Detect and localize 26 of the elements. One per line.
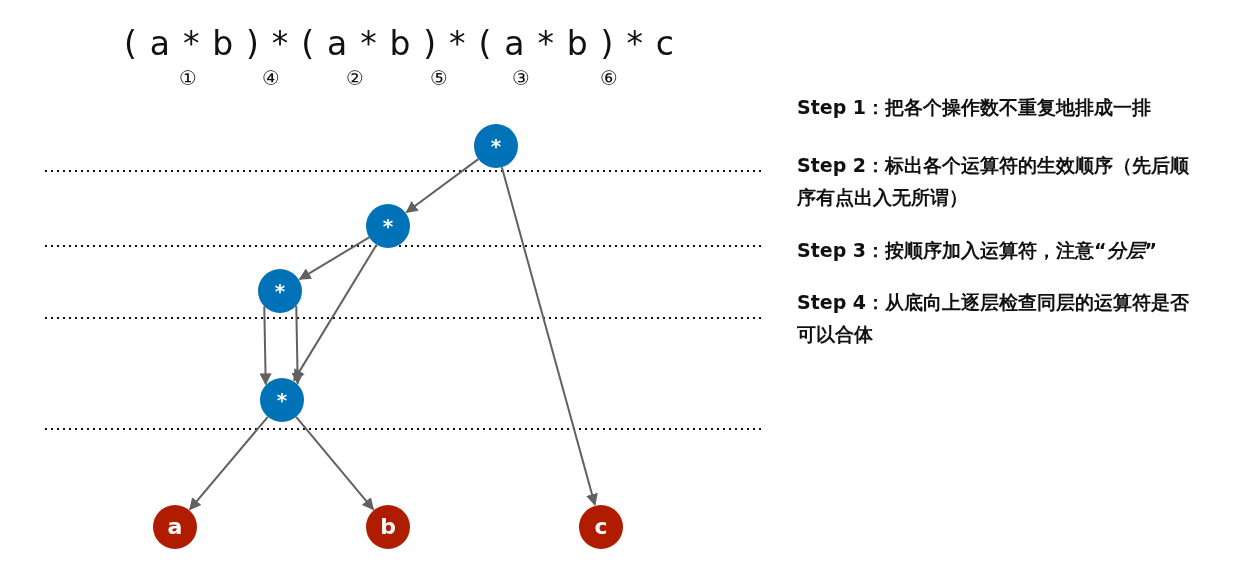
arrow [500,166,598,506]
operator-circle: * [366,204,410,248]
operand-circle: b [366,505,410,549]
order-number: ④ [262,66,280,90]
operand-circle: a [153,505,197,549]
order-number: ① [179,66,197,90]
operator-circle: * [260,378,304,422]
order-number: ③ [512,66,530,90]
arrow [292,243,378,382]
arrow [295,415,375,511]
expression: ( a * b ) * ( a * b ) * ( a * b ) * c [124,24,676,64]
step-text: Step 3：按顺序加入运算符，注意“分层” [797,238,1159,263]
operand-circle: c [579,505,623,549]
operator-circle: * [258,269,302,313]
arrow [188,415,269,511]
step-text: Step 1：把各个操作数不重复地排成一排 [797,95,1153,120]
order-number: ⑥ [600,66,618,90]
step-text: Step 2：标出各个运算符的生效顺序（先后顺序有点出入无所谓） [797,153,1191,210]
arrow [291,304,304,385]
arrow [298,236,371,281]
arrow [405,158,480,214]
step-text: Step 4：从底向上逐层检查同层的运算符是否可以合体 [797,290,1191,347]
operator-circle: * [474,124,518,168]
order-number: ⑤ [430,66,448,90]
arrow [259,305,272,386]
order-number: ② [346,66,364,90]
